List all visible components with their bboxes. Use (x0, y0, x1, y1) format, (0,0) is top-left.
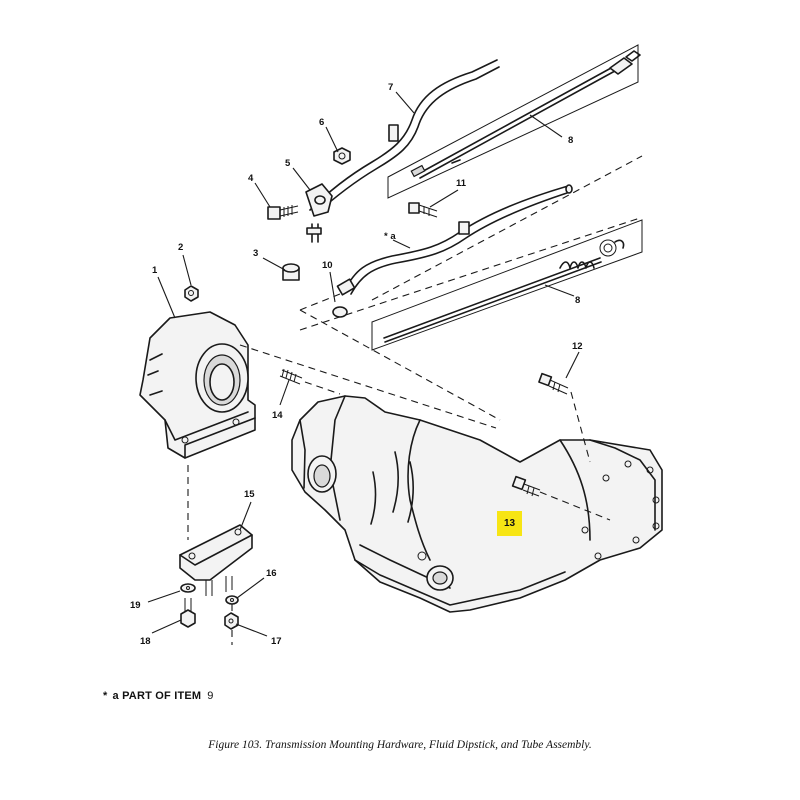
callout-15: 15 (244, 489, 255, 500)
callout-8-lower: 8 (575, 295, 580, 306)
callout-8-upper: 8 (568, 135, 573, 146)
callout-10: 10 (322, 260, 333, 271)
callout-13-highlight: 13 (497, 511, 522, 536)
callout-1: 1 (152, 265, 158, 276)
legend-item-number: 9 (207, 690, 214, 702)
filler-tube-assembly (299, 155, 643, 351)
dipstick-tube-assembly (309, 44, 641, 215)
callout-18: 18 (140, 636, 151, 647)
lower-mount-hardware (179, 465, 253, 645)
callout-13: 13 (503, 518, 516, 529)
callout-12: 12 (572, 341, 583, 352)
callout-labels: 1 2 3 4 5 6 7 8 * a 11 10 8 12 14 15 16 … (130, 82, 583, 647)
figure-caption: Figure 103. Transmission Mounting Hardwa… (208, 739, 592, 751)
callout-3: 3 (253, 248, 258, 259)
callout-11: 11 (456, 178, 467, 189)
callout-4: 4 (248, 173, 254, 184)
callout-19: 19 (130, 600, 141, 611)
callout-star-a: * a (384, 231, 396, 242)
callout-6: 6 (319, 117, 324, 128)
transmission-mount-bracket (139, 285, 497, 459)
callout-2: 2 (178, 242, 183, 253)
legend-star: * (103, 690, 108, 702)
tube-clip-hardware (267, 147, 351, 281)
legend-text: PART OF ITEM (122, 690, 202, 702)
transmission-case (291, 309, 663, 613)
legend-letter: a (112, 690, 119, 702)
callout-7: 7 (388, 82, 393, 93)
leader-lines (147, 91, 580, 637)
callout-16: 16 (266, 568, 277, 579)
callout-5: 5 (285, 158, 291, 169)
callout-14: 14 (272, 410, 283, 421)
callout-17: 17 (271, 636, 282, 647)
legend-note: * a PART OF ITEM 9 (103, 690, 214, 702)
